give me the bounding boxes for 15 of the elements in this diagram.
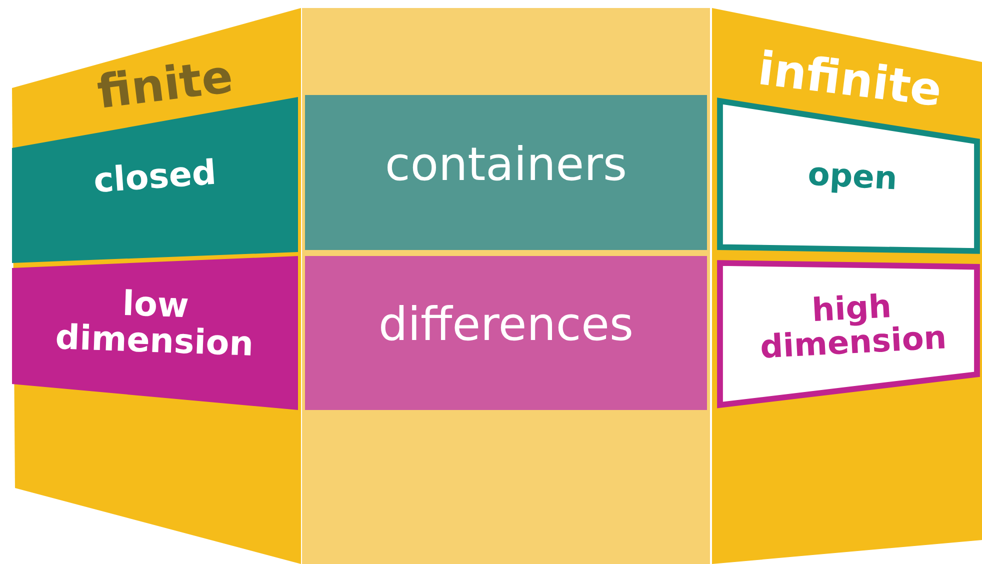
center-panel	[302, 8, 710, 564]
panel-label: closed	[91, 152, 219, 204]
label-panel	[305, 95, 707, 250]
side-panel	[12, 8, 301, 564]
panel-label: differences	[378, 300, 634, 348]
panel-label: low dimension	[54, 283, 256, 364]
panel-label: high dimension	[758, 286, 948, 366]
label-panel	[717, 260, 980, 408]
panel-heading: infinite	[754, 40, 946, 118]
panel-heading: finite	[93, 48, 237, 122]
panel-label: containers	[384, 140, 628, 188]
panel-label: open	[806, 154, 900, 200]
label-panel	[12, 256, 298, 410]
side-panel	[712, 8, 982, 564]
label-panel	[305, 256, 707, 410]
